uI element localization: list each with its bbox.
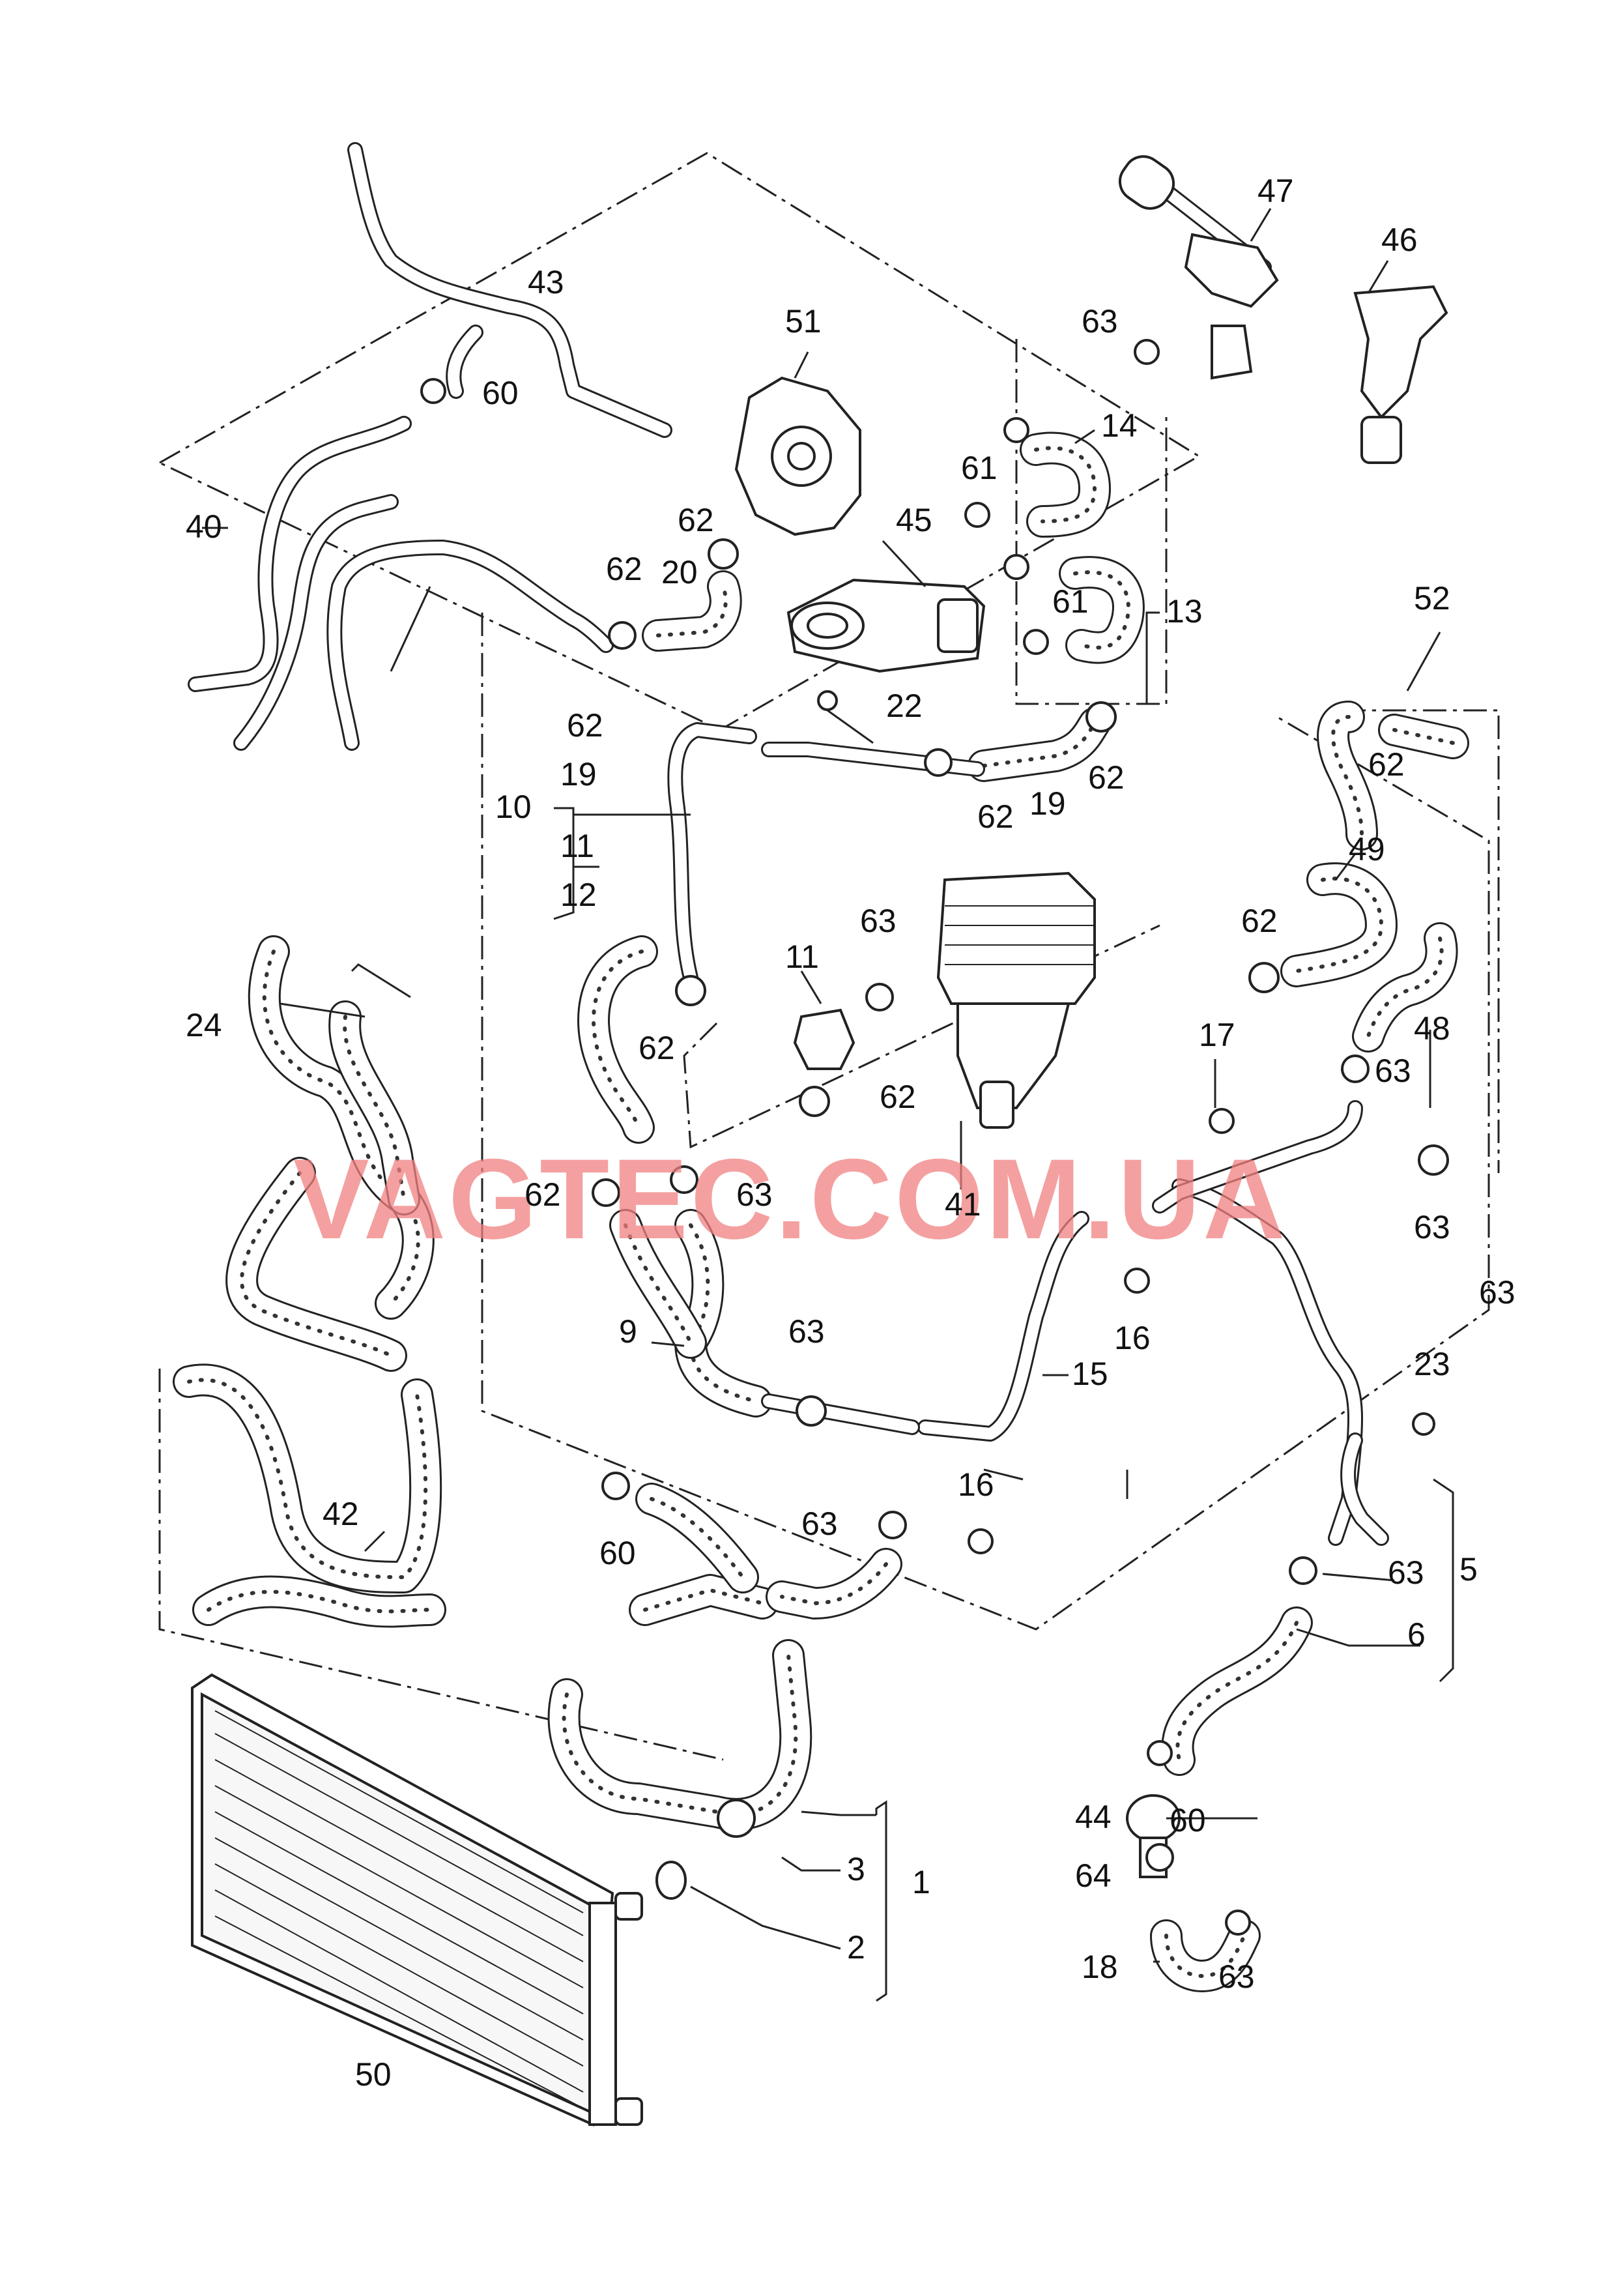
callout-63: 63 bbox=[1218, 1958, 1255, 1995]
callout-14: 14 bbox=[1101, 407, 1138, 444]
hoses bbox=[173, 431, 1469, 1992]
callout-62: 62 bbox=[1088, 759, 1125, 796]
leader-lines bbox=[202, 208, 1454, 2002]
callout-49: 49 bbox=[1349, 831, 1385, 867]
callout-60: 60 bbox=[482, 375, 519, 411]
callout-45: 45 bbox=[896, 502, 932, 538]
callout-19: 19 bbox=[560, 756, 597, 792]
callout-51: 51 bbox=[785, 303, 822, 340]
callout-60: 60 bbox=[1170, 1802, 1206, 1838]
callout-52: 52 bbox=[1414, 580, 1450, 617]
components bbox=[734, 155, 1448, 1878]
callout-63: 63 bbox=[788, 1313, 825, 1350]
callout-44: 44 bbox=[1075, 1799, 1112, 1835]
callout-63: 63 bbox=[1414, 1209, 1450, 1245]
callout-6: 6 bbox=[1407, 1616, 1426, 1653]
callout-3: 3 bbox=[847, 1851, 865, 1887]
callout-61: 61 bbox=[961, 450, 998, 486]
callout-16: 16 bbox=[958, 1466, 994, 1503]
callout-50: 50 bbox=[355, 2056, 392, 2093]
callout-labels: 1 2 3 5 6 9 10 11 11 12 13 14 15 16 16 1… bbox=[186, 173, 1515, 2093]
callout-1: 1 bbox=[912, 1864, 930, 1900]
callout-42: 42 bbox=[323, 1496, 359, 1532]
callout-13: 13 bbox=[1166, 593, 1203, 630]
callout-63: 63 bbox=[801, 1505, 838, 1542]
callout-63: 63 bbox=[1479, 1274, 1515, 1311]
callout-48: 48 bbox=[1414, 1010, 1450, 1047]
callout-9: 9 bbox=[619, 1313, 637, 1350]
callout-62: 62 bbox=[567, 707, 603, 744]
callout-61: 61 bbox=[1052, 583, 1089, 620]
callout-43: 43 bbox=[528, 264, 564, 300]
callout-62: 62 bbox=[880, 1079, 916, 1115]
callout-17: 17 bbox=[1199, 1017, 1235, 1053]
callout-41: 41 bbox=[945, 1186, 981, 1223]
callout-20: 20 bbox=[661, 554, 698, 590]
callout-62: 62 bbox=[977, 798, 1014, 835]
callout-63: 63 bbox=[860, 903, 897, 939]
watermark: VAGTEC.COM.UA bbox=[293, 1136, 1288, 1263]
callout-2: 2 bbox=[847, 1929, 865, 1966]
callout-62: 62 bbox=[1368, 746, 1405, 783]
radiator bbox=[191, 1673, 643, 2127]
callout-47: 47 bbox=[1257, 173, 1294, 209]
callout-5: 5 bbox=[1459, 1551, 1478, 1588]
callout-23: 23 bbox=[1414, 1346, 1450, 1382]
callout-16: 16 bbox=[1114, 1320, 1151, 1356]
callout-64: 64 bbox=[1075, 1857, 1112, 1894]
callout-63: 63 bbox=[1375, 1053, 1411, 1089]
callout-63: 63 bbox=[1082, 303, 1118, 340]
callout-24: 24 bbox=[186, 1007, 222, 1043]
assembly-boundaries bbox=[158, 152, 1500, 1761]
callout-60: 60 bbox=[599, 1535, 636, 1571]
callout-15: 15 bbox=[1072, 1356, 1108, 1392]
pipes bbox=[188, 142, 1389, 1546]
callout-19: 19 bbox=[1029, 785, 1066, 822]
callout-62: 62 bbox=[639, 1030, 675, 1066]
clamps bbox=[420, 339, 1449, 1936]
callout-62: 62 bbox=[1241, 903, 1278, 939]
callout-10: 10 bbox=[495, 789, 532, 825]
callout-63: 63 bbox=[1388, 1554, 1424, 1591]
callout-12: 12 bbox=[560, 877, 597, 913]
callout-62: 62 bbox=[678, 502, 714, 538]
callout-18: 18 bbox=[1082, 1949, 1118, 1985]
callout-22: 22 bbox=[886, 688, 923, 724]
callout-62: 62 bbox=[606, 551, 642, 587]
callout-63: 63 bbox=[736, 1176, 773, 1213]
callout-40: 40 bbox=[186, 508, 222, 545]
callout-11: 11 bbox=[785, 938, 819, 975]
callout-46: 46 bbox=[1381, 222, 1418, 258]
callout-11: 11 bbox=[560, 828, 594, 864]
callout-62: 62 bbox=[524, 1176, 561, 1213]
